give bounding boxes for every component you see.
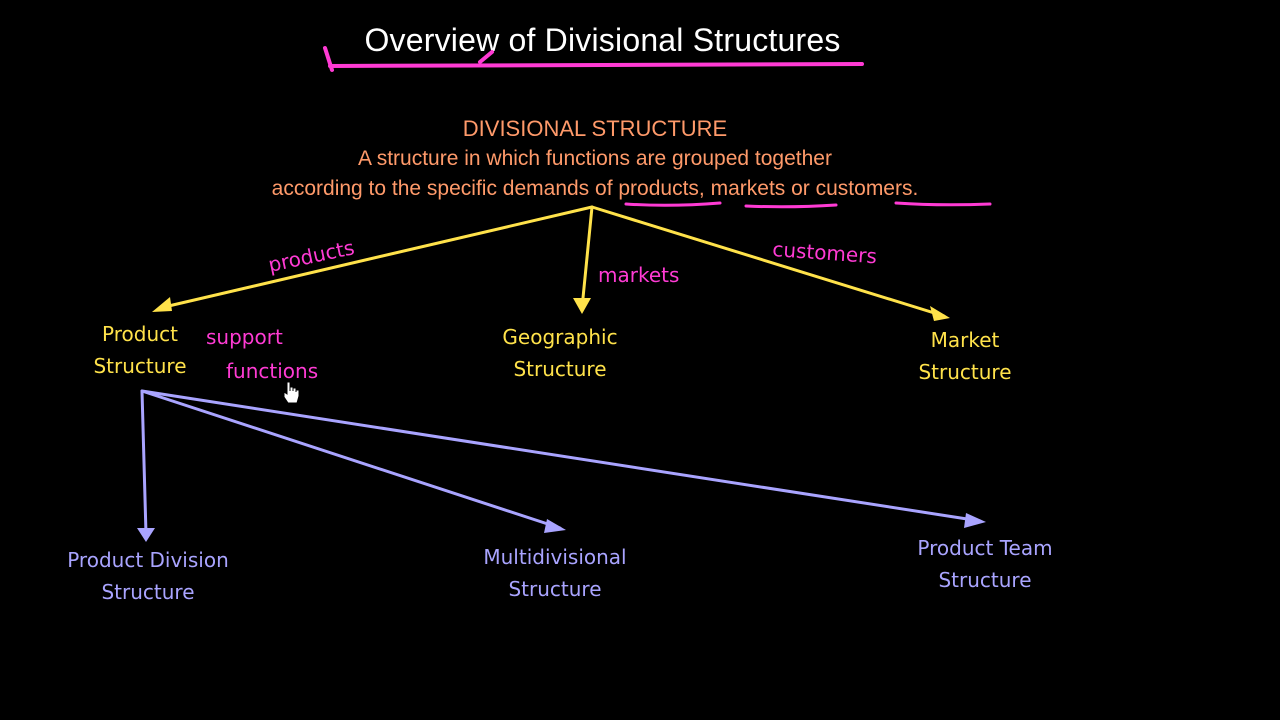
- annotation-support: support: [206, 325, 283, 349]
- definition-line-2: according to the specific demands of pro…: [0, 177, 1190, 201]
- node-market-structure-line2: Structure: [918, 360, 1012, 384]
- node-product-division-structure: Product Division Structure: [48, 544, 248, 608]
- node-product-division-structure-line1: Product Division: [67, 548, 229, 572]
- definition-line-2-prefix: according to the specific demands of: [271, 177, 619, 200]
- arrow-to-product-team-structure: [140, 389, 982, 523]
- arrow-to-product-structure: [158, 205, 594, 310]
- node-product-division-structure-line2: Structure: [101, 580, 195, 604]
- arrow-to-geographic-structure: [580, 205, 594, 310]
- node-market-structure: Market Structure: [895, 324, 1035, 388]
- node-geographic-structure-line2: Structure: [513, 357, 607, 381]
- definition-or: or: [785, 177, 816, 200]
- page-title: Overview of Divisional Structures: [364, 22, 841, 58]
- definition-comma: ,: [698, 177, 711, 200]
- annotation-products: products: [266, 235, 356, 277]
- underline-customers: [894, 201, 992, 207]
- node-geographic-structure-line1: Geographic: [502, 325, 618, 349]
- arrowhead-product-structure: [152, 297, 172, 312]
- title-underline: [323, 46, 864, 72]
- arrowhead-product-team-structure: [964, 513, 986, 528]
- node-product-team-structure-line1: Product Team: [917, 536, 1053, 560]
- underline-products: [624, 201, 722, 207]
- node-geographic-structure: Geographic Structure: [480, 321, 640, 385]
- definition-word-markets: markets: [710, 177, 786, 200]
- definition-period: .: [912, 177, 919, 200]
- arrow-to-market-structure: [590, 205, 946, 318]
- definition-word-customers: customers: [815, 177, 913, 200]
- arrowhead-product-division-structure: [137, 528, 155, 542]
- node-market-structure-line1: Market: [930, 328, 1000, 352]
- hand-pointer-icon: [283, 381, 300, 404]
- node-product-team-structure-line2: Structure: [938, 568, 1032, 592]
- node-multidivisional-structure-line2: Structure: [508, 577, 602, 601]
- arrow-to-multidivisional-structure: [140, 389, 562, 530]
- node-product-structure-line1: Product: [102, 322, 178, 346]
- definition-word-products: products: [618, 177, 699, 200]
- node-multidivisional-structure: Multidivisional Structure: [460, 541, 650, 605]
- annotation-functions: functions: [226, 359, 318, 383]
- definition-line-1: A structure in which functions are group…: [358, 147, 832, 170]
- node-product-team-structure: Product Team Structure: [890, 532, 1080, 596]
- underline-markets: [744, 203, 838, 209]
- arrowhead-geographic-structure: [573, 298, 591, 314]
- annotation-customers: customers: [772, 237, 878, 268]
- node-product-structure: Product Structure: [70, 318, 210, 382]
- arrowhead-market-structure: [930, 306, 950, 321]
- arrow-to-product-division-structure: [140, 389, 148, 536]
- annotation-markets: markets: [598, 263, 679, 287]
- node-product-structure-line2: Structure: [93, 354, 187, 378]
- arrowhead-multidivisional-structure: [544, 519, 566, 533]
- definition-heading: DIVISIONAL STRUCTURE: [462, 116, 728, 141]
- node-multidivisional-structure-line1: Multidivisional: [483, 545, 627, 569]
